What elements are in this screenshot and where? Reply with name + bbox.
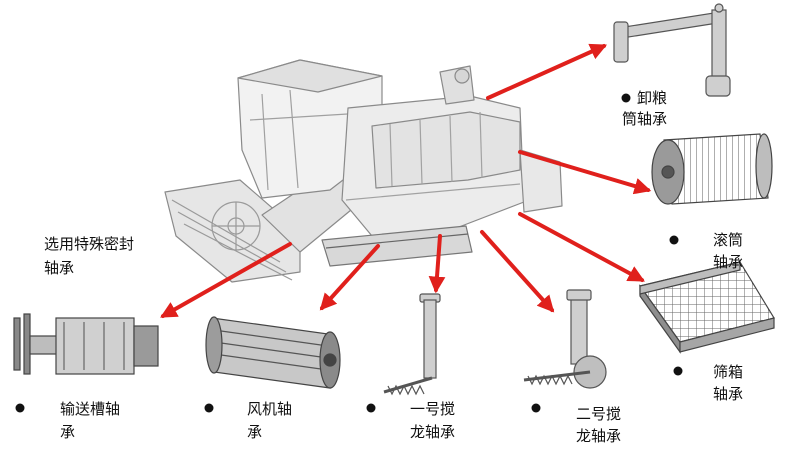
- bullet-drum: [669, 235, 679, 245]
- label-sieve-line2: 轴承: [713, 385, 744, 403]
- arrow-fan: [319, 244, 380, 311]
- sieve-box-component: [638, 261, 775, 354]
- auger-1-component: [383, 293, 441, 396]
- auger-2-component: [523, 289, 607, 389]
- arrow-auger1: [428, 234, 446, 294]
- label-fan-line1: 风机轴: [247, 400, 293, 418]
- combine-harvester: [164, 59, 563, 283]
- bullet-dots: [15, 93, 683, 413]
- bullet-fan: [204, 403, 214, 413]
- label-special-seal-line2: 轴承: [44, 259, 75, 277]
- bullet-sieve: [673, 366, 683, 376]
- bullet-auger1: [366, 403, 376, 413]
- arrow-auger2: [480, 230, 555, 313]
- fan-component: [205, 316, 341, 389]
- label-sieve-line1: 筛箱: [713, 363, 744, 381]
- arrow-unloading: [486, 43, 608, 100]
- bullet-unloading: [621, 93, 631, 103]
- conveyor-trough-component: [13, 313, 159, 375]
- threshing-drum-component: [651, 133, 773, 205]
- label-conveyor-line2: 承: [60, 423, 76, 441]
- label-unloading-line2: 筒轴承: [622, 110, 668, 128]
- unloading-tube-component: [613, 3, 731, 97]
- label-special-seal-line1: 选用特殊密封: [44, 235, 135, 253]
- label-drum-line2: 轴承: [713, 253, 744, 271]
- label-auger1-line2: 龙轴承: [410, 423, 456, 441]
- label-auger2-line2: 龙轴承: [576, 427, 622, 445]
- label-drum-line1: 滚筒: [713, 231, 744, 249]
- arrow-drum: [518, 150, 652, 195]
- arrow-conveyor: [160, 242, 292, 318]
- label-auger2-line1: 二号搅: [576, 405, 622, 423]
- callout-arrows: [160, 43, 652, 318]
- bullet-conveyor: [15, 403, 25, 413]
- label-unloading-line1: 卸粮: [637, 89, 668, 107]
- label-conveyor-line1: 输送槽轴: [60, 400, 121, 418]
- label-fan-line2: 承: [247, 423, 263, 441]
- arrow-sieve: [518, 212, 645, 282]
- bullet-auger2: [531, 403, 541, 413]
- label-auger1-line1: 一号搅: [410, 400, 456, 418]
